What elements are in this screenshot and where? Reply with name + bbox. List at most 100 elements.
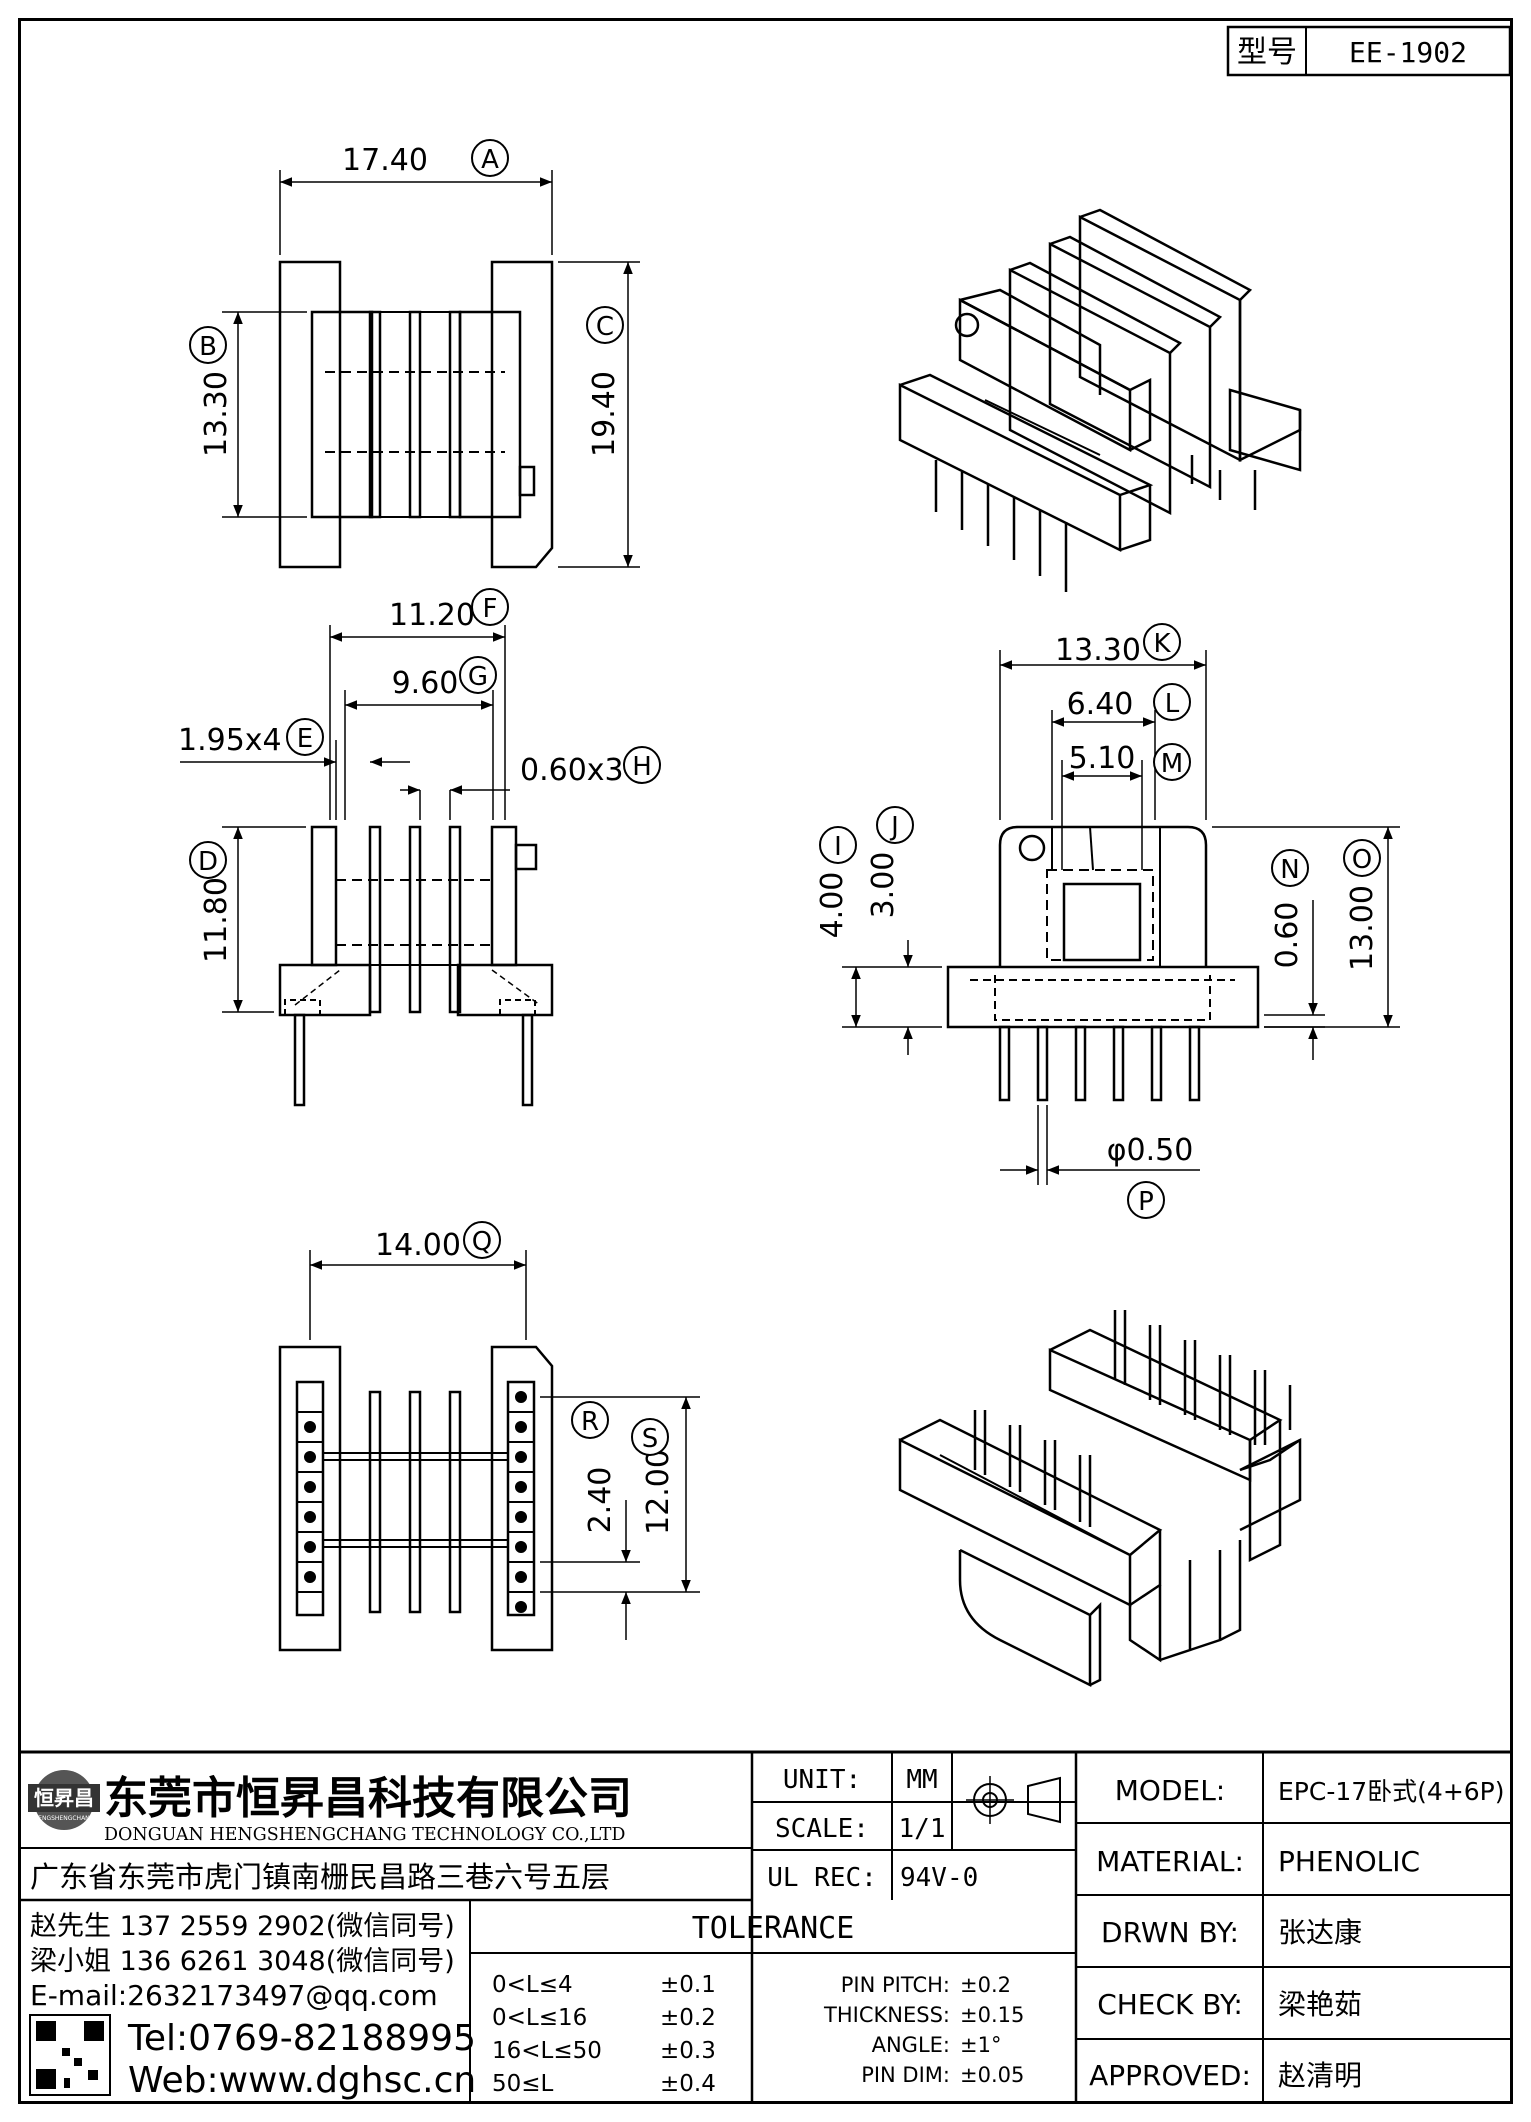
svg-text:O: O — [1352, 845, 1372, 875]
ul-rec-label: UL REC: — [767, 1863, 877, 1893]
balloon-j: J — [876, 806, 914, 844]
bottom-view-dimensions — [309, 1250, 700, 1640]
qr-code-icon — [29, 2014, 111, 2096]
approved-value: 赵清明 — [1278, 2059, 1362, 2092]
drawn-by-label: DRWN BY: — [1101, 1916, 1239, 1949]
dim-k-value: 13.30 — [1055, 633, 1141, 668]
tolerance-range: 16<L≤50 — [492, 2038, 602, 2064]
dim-h-value: 0.60x3 — [520, 753, 624, 788]
dim-c-value: 19.40 — [587, 371, 622, 457]
model-number-box: 型号 EE-1902 — [1226, 25, 1512, 77]
svg-text:G: G — [468, 662, 488, 692]
contact-email: E-mail:2632173497@qq.com — [30, 1979, 438, 2012]
model-value: EPC-17卧式(4+6P) — [1278, 1777, 1505, 1806]
drawn-by-value: 张达康 — [1278, 1916, 1362, 1949]
dim-q-value: 14.00 — [375, 1228, 461, 1263]
svg-text:H: H — [632, 752, 652, 782]
ul-rec-value: 94V-0 — [900, 1863, 978, 1893]
title-block — [18, 1750, 1513, 2104]
tolerance-extra-value: ±0.2 — [960, 1973, 1011, 1997]
balloon-d: D — [189, 841, 227, 879]
svg-text:L: L — [1165, 689, 1180, 719]
drawing-frame — [18, 18, 1513, 2104]
tolerance-value: ±0.3 — [660, 2038, 716, 2064]
tolerance-title: TOLERANCE — [692, 1911, 855, 1946]
dim-p-value: φ0.50 — [1107, 1133, 1194, 1168]
scale-value: 1/1 — [899, 1814, 946, 1844]
dim-f-value: 11.20 — [389, 598, 475, 633]
dim-l-value: 6.40 — [1067, 687, 1134, 722]
top-view — [278, 260, 554, 569]
svg-text:K: K — [1153, 629, 1171, 659]
tolerance-extra-label: PIN PITCH: — [841, 1973, 950, 1997]
svg-text:D: D — [198, 847, 218, 877]
balloon-b: B — [189, 326, 227, 364]
balloon-g: G — [459, 656, 497, 694]
balloon-q: Q — [463, 1221, 501, 1259]
svg-text:J: J — [889, 812, 899, 842]
balloon-r: R — [571, 1401, 609, 1439]
balloon-l: L — [1153, 683, 1191, 721]
balloon-p: P — [1127, 1181, 1165, 1219]
company-address: 广东省东莞市虎门镇南栅民昌路三巷六号五层 — [30, 1860, 610, 1894]
svg-text:F: F — [483, 594, 498, 624]
info-table: MODEL: EPC-17卧式(4+6P) MATERIAL: PHENOLIC… — [1089, 1774, 1504, 2092]
scale-label: SCALE: — [775, 1814, 869, 1844]
balloon-c: C — [586, 306, 624, 344]
tolerance-range: 0<L≤4 — [492, 1972, 573, 1998]
check-by-label: CHECK BY: — [1097, 1988, 1243, 2021]
svg-text:M: M — [1161, 749, 1183, 779]
unit-label: UNIT: — [783, 1765, 861, 1795]
dim-s-value: 12.00 — [641, 1449, 676, 1535]
dim-g-value: 9.60 — [392, 666, 459, 701]
side-view — [278, 825, 554, 1107]
side-view-dimensions — [180, 625, 510, 1013]
company-name-cn: 东莞市恒昇昌科技有限公司 — [104, 1773, 632, 1824]
dim-n-value: 0.60 — [1270, 902, 1305, 969]
svg-text:R: R — [581, 1407, 599, 1437]
front-view-dimensions — [842, 650, 1400, 1185]
front-view — [946, 825, 1260, 1102]
svg-text:P: P — [1138, 1187, 1154, 1217]
contact-web: Web:www.dghsc.cn — [128, 2060, 476, 2101]
balloon-s: S — [631, 1418, 669, 1456]
balloon-h: H — [623, 746, 661, 784]
dim-j-value: 3.00 — [866, 852, 901, 919]
top-view-dimensions — [222, 170, 640, 568]
material-label: MATERIAL: — [1096, 1845, 1244, 1878]
tolerance-extra: PIN PITCH: ±0.2 THICKNESS: ±0.15 ANGLE: … — [823, 1973, 1024, 2087]
bottom-view — [278, 1345, 554, 1652]
svg-text:I: I — [834, 832, 842, 862]
check-by-value: 梁艳茹 — [1278, 1988, 1362, 2021]
bottom-view-pins — [297, 1391, 534, 1613]
tolerance-extra-label: PIN DIM: — [861, 2063, 950, 2087]
contact-2: 梁小姐 136 6261 3048(微信同号) — [30, 1946, 455, 1977]
tolerance-extra-value: ±0.05 — [960, 2063, 1024, 2087]
contact-1: 赵先生 137 2559 2902(微信同号) — [30, 1911, 455, 1942]
dim-i-value: 4.00 — [815, 872, 850, 939]
dim-m-value: 5.10 — [1069, 741, 1136, 776]
balloon-e: E — [286, 718, 324, 756]
isometric-view-bottom — [898, 1310, 1302, 1688]
unit-value: MM — [906, 1765, 937, 1795]
company-name-en: DONGUAN HENGSHENGCHANG TECHNOLOGY CO.,LT… — [104, 1825, 625, 1845]
tolerance-value: ±0.4 — [660, 2071, 716, 2097]
svg-text:HENGSHENGCHANG: HENGSHENGCHANG — [34, 1815, 95, 1822]
svg-text:C: C — [596, 312, 614, 342]
balloon-i: I — [819, 826, 857, 864]
material-value: PHENOLIC — [1278, 1845, 1420, 1878]
svg-text:S: S — [642, 1424, 659, 1454]
balloon-m: M — [1153, 743, 1191, 781]
tolerance-value: ±0.1 — [660, 1972, 716, 1998]
svg-text:恒昇昌: 恒昇昌 — [34, 1786, 94, 1810]
approved-label: APPROVED: — [1089, 2059, 1251, 2092]
model-box-value: EE-1902 — [1349, 36, 1467, 69]
dim-a-value: 17.40 — [342, 143, 428, 178]
tolerance-range: 0<L≤16 — [492, 2005, 587, 2031]
model-box-label: 型号 — [1237, 35, 1297, 70]
balloon-a: A — [471, 139, 509, 177]
tolerance-value: ±0.2 — [660, 2005, 716, 2031]
balloon-f: F — [471, 588, 509, 626]
dim-e-value: 1.95x4 — [178, 723, 282, 758]
